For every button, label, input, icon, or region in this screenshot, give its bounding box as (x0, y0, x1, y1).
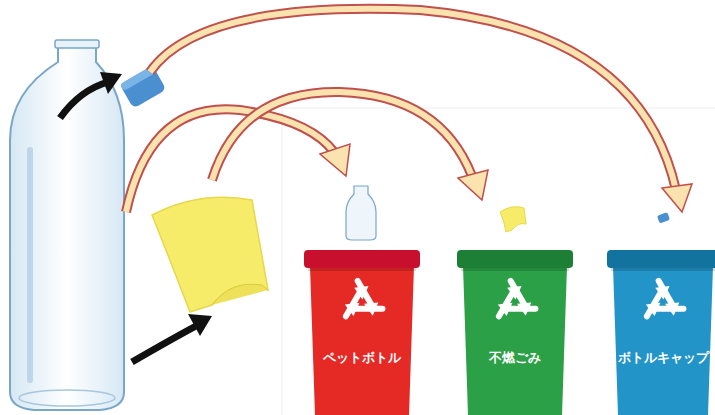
arc-head (662, 184, 692, 212)
recycle-arrow (646, 289, 684, 324)
recycle-symbol (646, 281, 685, 324)
bin-body (310, 266, 414, 415)
bin-label: 不燃ごみ (457, 350, 573, 366)
arrow-head (188, 314, 212, 336)
recycle-stroke (656, 297, 683, 320)
recycle-arrow (498, 289, 536, 324)
pet-bottle (10, 42, 124, 410)
sort-arrows (126, 9, 692, 212)
separate-arrow (60, 82, 108, 118)
bin-lid-shadow (461, 268, 569, 271)
recycle-head (646, 298, 665, 317)
bottle-shine (27, 150, 33, 380)
bin-body (613, 266, 713, 415)
bin-lid (607, 250, 715, 268)
cap-body (120, 65, 167, 108)
bottle-cap (120, 65, 167, 108)
bin-lid-shadow (308, 268, 416, 271)
separate-arrow (132, 326, 196, 362)
arc-outline (126, 109, 334, 212)
bin-lid-shadow (611, 268, 715, 271)
arc-fill (212, 92, 472, 180)
recycle-bin: 不燃ごみ (457, 250, 573, 415)
arrow-head (100, 72, 122, 94)
arc-fill (126, 109, 334, 212)
recycle-bin: ペットボトル (304, 250, 420, 415)
bin-label: ペットボトル (304, 350, 420, 366)
arc-head (458, 170, 488, 200)
small-cap (657, 212, 670, 223)
bin-shape (607, 250, 715, 415)
recycle-symbol (345, 281, 384, 324)
bin-shape (304, 250, 420, 415)
recycle-stroke (351, 281, 378, 304)
bottle-label (152, 197, 268, 312)
recycle-stroke (355, 297, 382, 320)
recycle-symbol (498, 281, 537, 324)
recycle-arrow (345, 289, 383, 324)
arc-outline (150, 9, 676, 190)
recycle-head (345, 298, 364, 317)
recycle-stroke (652, 281, 679, 304)
bin-shape (457, 250, 573, 415)
recycle-stroke (504, 281, 531, 304)
arc-outline (212, 92, 472, 180)
small-label (500, 207, 526, 232)
arc-fill (150, 9, 676, 190)
bin-lid (304, 250, 420, 268)
bottle-base (19, 390, 115, 406)
bin-lid (457, 250, 573, 268)
arc-head (320, 144, 350, 176)
recycle-head (498, 298, 517, 317)
recycle-bin: ボトルキャップ (607, 250, 715, 415)
bin-label: ボトルキャップ (607, 350, 715, 366)
bin-body (463, 266, 567, 415)
label-fold (212, 284, 268, 305)
recycle-stroke (508, 297, 535, 320)
bottle-neck-ring (55, 40, 99, 48)
panel-frame (282, 108, 715, 415)
small-bottle (346, 186, 376, 240)
